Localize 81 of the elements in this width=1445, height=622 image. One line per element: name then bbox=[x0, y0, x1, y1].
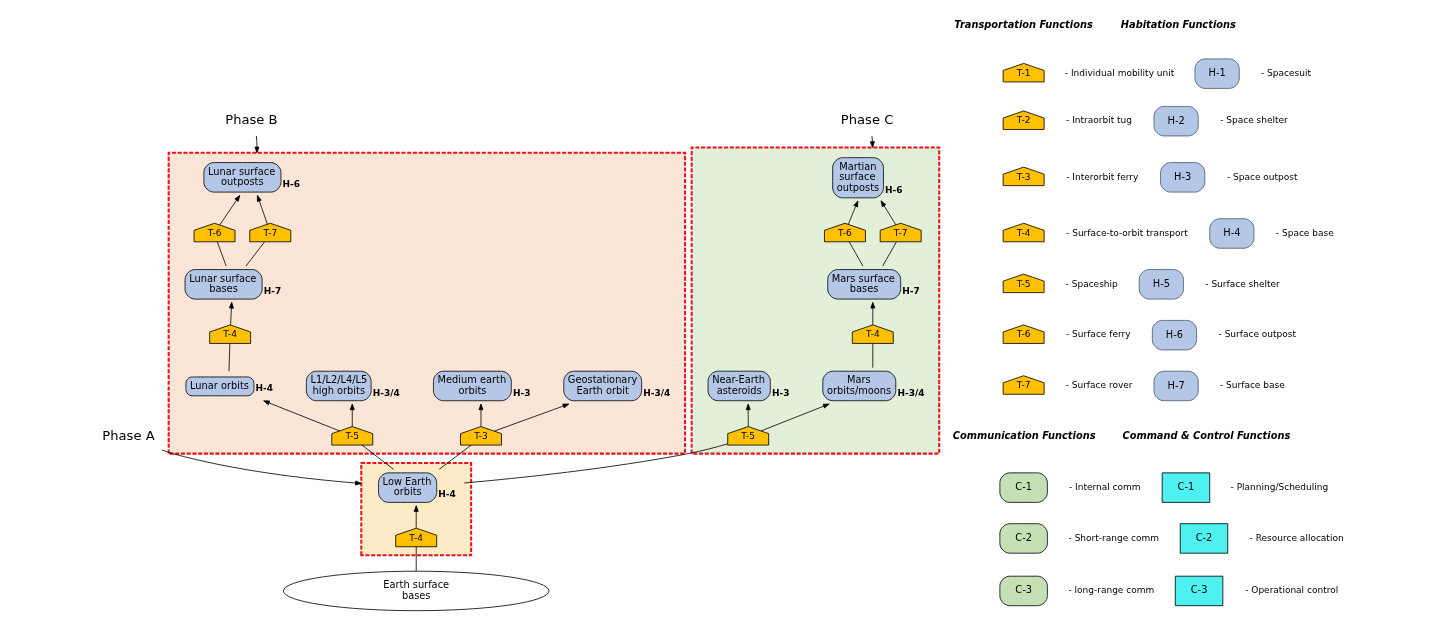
node-label: H-3/4 bbox=[372, 387, 400, 398]
node-box: C-3 bbox=[998, 575, 1048, 607]
node-label: H-7 bbox=[901, 286, 920, 296]
node-label: H-3/4 bbox=[896, 387, 924, 398]
node-box: H-7 bbox=[1153, 370, 1199, 402]
node-ellipse: Earth surface bases bbox=[282, 570, 549, 612]
node-label: - Planning/Scheduling bbox=[1230, 481, 1328, 492]
node-label: - long-range comm bbox=[1067, 585, 1154, 596]
arrow bbox=[745, 403, 751, 427]
arrow bbox=[256, 195, 268, 225]
arrow bbox=[847, 200, 858, 225]
node-label: - Space shelter bbox=[1219, 115, 1288, 126]
node-label: - Surface outpost bbox=[1218, 329, 1296, 340]
node-label: H-6 bbox=[282, 179, 300, 190]
node-label: H-3 bbox=[512, 387, 530, 398]
node-label: - Interorbit ferry bbox=[1065, 171, 1138, 182]
label: Habitation Functions bbox=[1120, 18, 1236, 30]
node-label: - Spacesuit bbox=[1260, 67, 1311, 78]
node-label: - Individual mobility unit bbox=[1064, 67, 1174, 78]
node-label: H-3/4 bbox=[642, 387, 670, 398]
node-label: - Internal comm bbox=[1068, 481, 1141, 492]
arrow bbox=[160, 449, 362, 486]
arrow bbox=[218, 195, 240, 226]
node-label: - Short-range comm bbox=[1068, 532, 1159, 543]
node-box: C-2 bbox=[1179, 523, 1228, 554]
node-label: H-7 bbox=[263, 286, 281, 296]
node-label: H-4 bbox=[255, 382, 273, 393]
node-label: H-3 bbox=[771, 387, 790, 398]
connector bbox=[216, 241, 227, 267]
arrow bbox=[413, 505, 419, 529]
node-text: Phase A bbox=[101, 427, 155, 443]
connector bbox=[361, 444, 394, 470]
node-label: H-4 bbox=[437, 489, 456, 500]
node-label: H-6 bbox=[884, 184, 903, 195]
label: Transportation Functions bbox=[953, 18, 1093, 30]
node-box: H-2 bbox=[1153, 106, 1199, 137]
node-box: H-5 bbox=[1138, 269, 1184, 300]
node-box: H-6 bbox=[1151, 319, 1197, 351]
node-box: H-3 bbox=[1159, 162, 1205, 193]
node-label: - Space outpost bbox=[1226, 171, 1297, 182]
node-label: - Intraorbit tug bbox=[1065, 115, 1132, 126]
connector bbox=[848, 241, 863, 267]
cluster bbox=[167, 151, 686, 455]
node-box: C-1 bbox=[998, 472, 1048, 503]
node-text: Phase B bbox=[224, 112, 278, 128]
connector bbox=[415, 546, 417, 572]
label: Command & Control Functions bbox=[1121, 429, 1290, 441]
node-box: H-1 bbox=[1194, 58, 1240, 89]
connector bbox=[438, 444, 471, 470]
arrow bbox=[262, 400, 340, 432]
arrow bbox=[228, 301, 234, 326]
connector bbox=[881, 241, 897, 267]
node-label: - Spaceship bbox=[1065, 278, 1118, 289]
node-label: - Surface shelter bbox=[1204, 278, 1280, 289]
node-label: - Surface base bbox=[1219, 380, 1285, 391]
node-box: C-2 bbox=[998, 523, 1048, 554]
connector bbox=[228, 343, 230, 372]
cluster bbox=[359, 462, 472, 557]
arrow bbox=[869, 301, 875, 326]
arrow bbox=[254, 135, 259, 154]
node-label: - Operational control bbox=[1244, 585, 1338, 596]
connector bbox=[463, 443, 728, 484]
arrow bbox=[349, 403, 355, 427]
label: Communication Functions bbox=[952, 429, 1095, 441]
node-label: - Surface-to-orbit transport bbox=[1065, 227, 1188, 238]
node-label: - Surface ferry bbox=[1065, 329, 1130, 340]
node-label: - Surface rover bbox=[1065, 380, 1132, 391]
node-label: - Space base bbox=[1275, 227, 1334, 238]
arrow bbox=[880, 200, 896, 226]
node-box: H-4 bbox=[1208, 218, 1254, 249]
connector bbox=[245, 241, 265, 267]
arrow bbox=[493, 403, 569, 432]
cluster bbox=[690, 146, 940, 455]
connector bbox=[871, 343, 873, 369]
node-box: C-1 bbox=[1161, 472, 1210, 503]
node-box: C-3 bbox=[1174, 575, 1223, 607]
node-label: - Resource allocation bbox=[1249, 532, 1344, 543]
node-text: Phase C bbox=[840, 112, 893, 128]
arrow bbox=[478, 403, 483, 427]
arrow bbox=[760, 403, 830, 432]
arrow bbox=[869, 135, 875, 148]
